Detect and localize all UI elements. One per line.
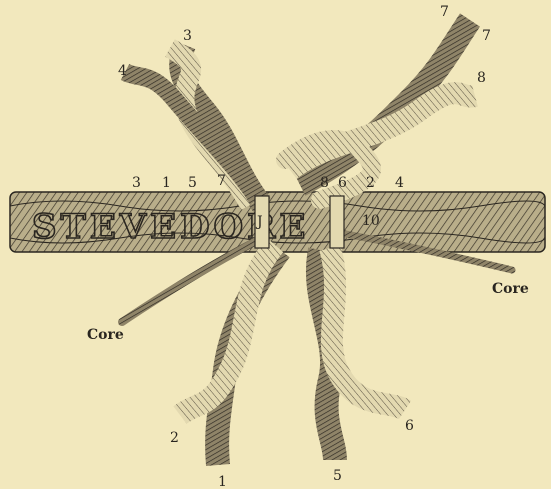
strand-end-7: 7: [482, 28, 491, 44]
strand-end-4: 4: [118, 63, 127, 79]
marker-4: 4: [395, 175, 404, 191]
strand-end-1: 1: [218, 474, 227, 489]
marker-5: 5: [188, 175, 197, 191]
strand-end-7-tip: 7: [440, 4, 449, 20]
strand-end-5: 5: [333, 468, 342, 484]
marker-1: 1: [162, 175, 171, 191]
marker-3: 3: [132, 175, 141, 191]
marker-10: 10: [362, 213, 380, 229]
strand-pair-upper-right: [285, 20, 475, 200]
strand-end-3: 3: [183, 28, 192, 44]
core-label-left: Core: [87, 327, 124, 343]
core-label-right: Core: [492, 281, 529, 297]
main-rope: STEVEDORE: [10, 192, 545, 252]
marker-6: 6: [338, 175, 347, 191]
strand-end-2: 2: [170, 430, 179, 446]
strand-end-8: 8: [477, 70, 486, 86]
marker-7: 7: [217, 173, 226, 189]
marker-j: J: [255, 214, 263, 230]
marker-2: 2: [366, 175, 375, 191]
strand-end-6: 6: [405, 418, 414, 434]
marker-8: 8: [320, 175, 329, 191]
strand-pair-lower-right: [318, 248, 405, 460]
